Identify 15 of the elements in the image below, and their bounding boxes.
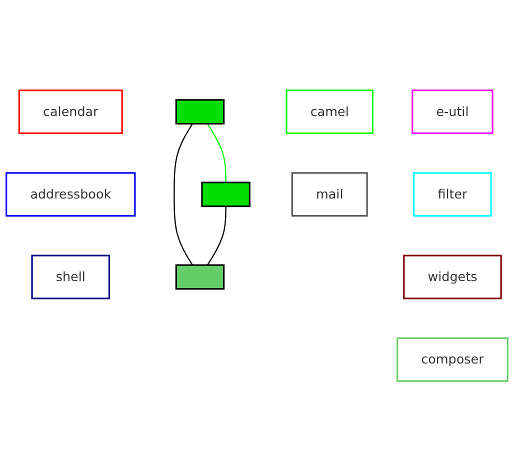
node-box: addressbook	[6, 172, 136, 217]
node-box: calendar	[18, 90, 123, 134]
node-box: camel	[286, 90, 374, 134]
node-box	[175, 264, 225, 290]
connector	[206, 206, 226, 266]
node-box: composer	[396, 338, 508, 382]
connector	[206, 124, 226, 183]
node-box: filter	[413, 172, 492, 217]
node-box	[201, 182, 250, 208]
connector	[174, 124, 194, 266]
node-box: widgets	[403, 255, 502, 300]
node-box: shell	[31, 255, 110, 300]
node-box: e-util	[412, 90, 494, 134]
node-box: mail	[291, 172, 368, 217]
node-box	[175, 99, 225, 125]
